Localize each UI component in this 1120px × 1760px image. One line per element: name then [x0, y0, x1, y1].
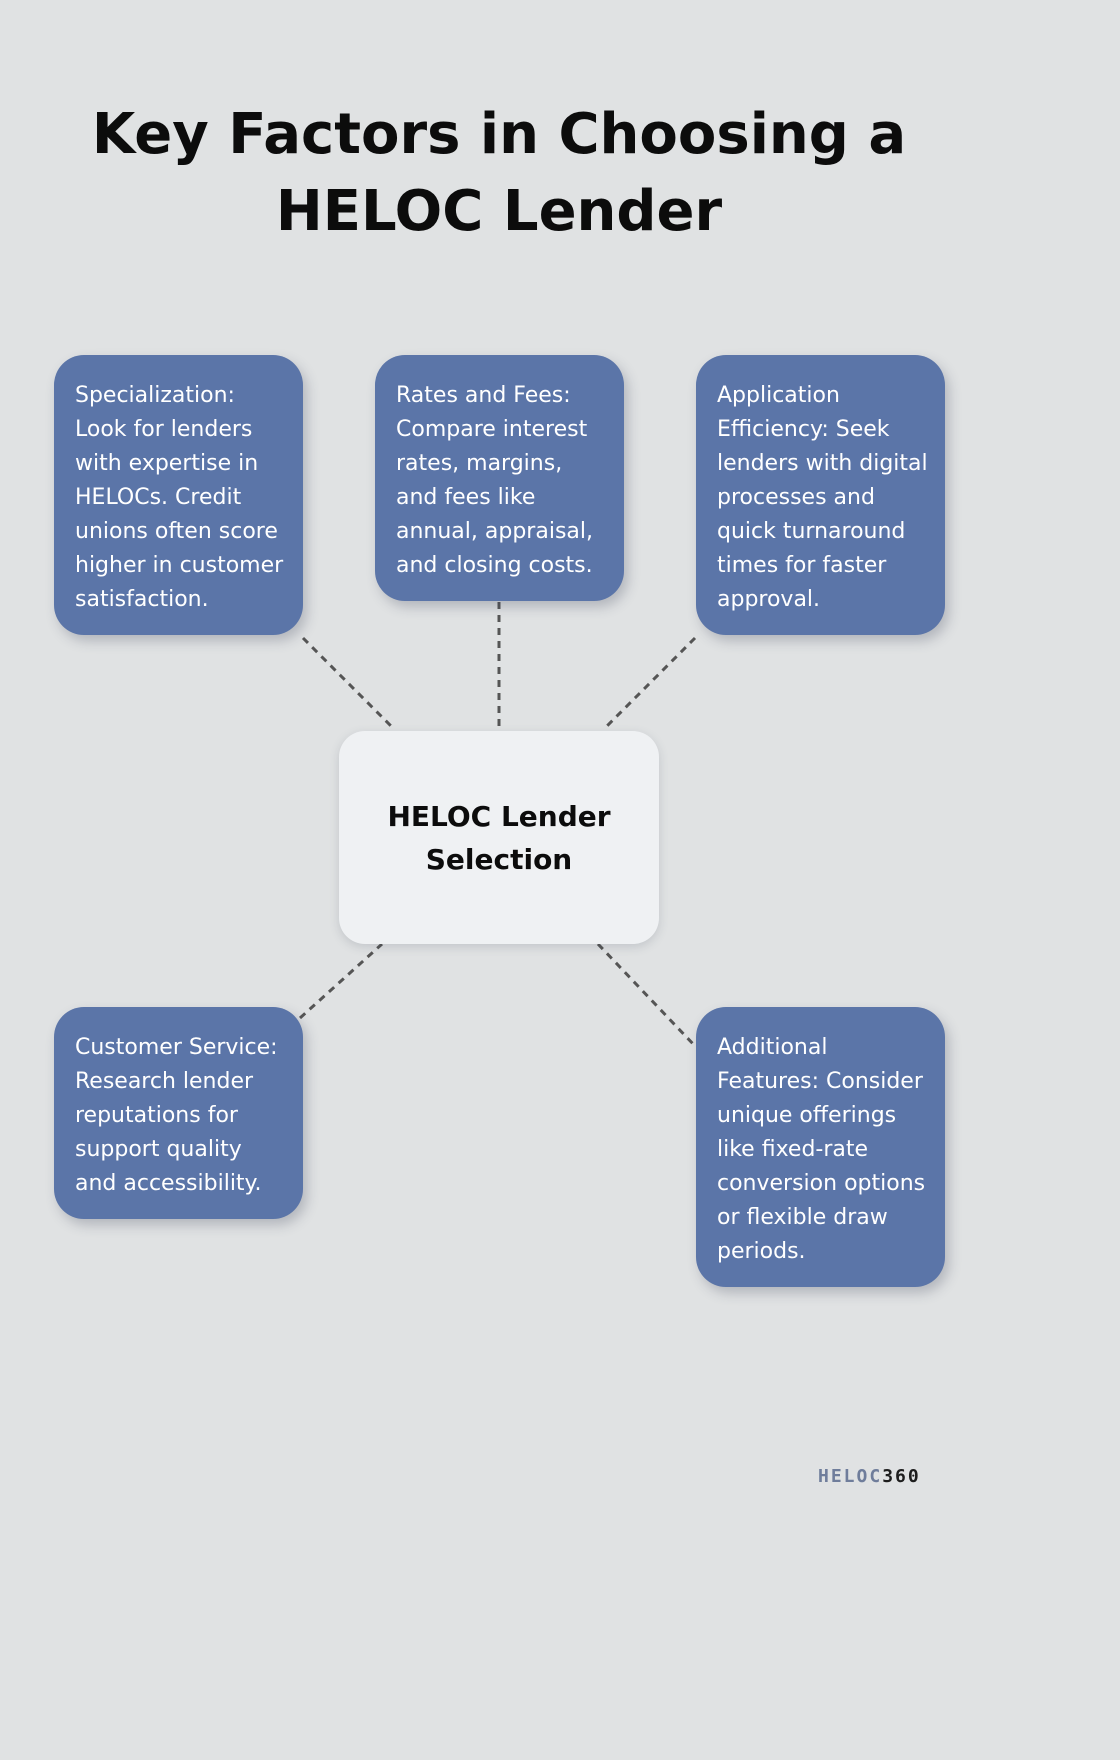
- factor-text: Rates and Fees: Compare interest rates, …: [396, 383, 593, 578]
- factor-card-customer-service: Customer Service: Research lender reputa…: [54, 1007, 303, 1219]
- connector-customer-service: [298, 942, 384, 1020]
- connector-application-efficiency: [602, 636, 697, 731]
- factor-card-rates-and-fees: Rates and Fees: Compare interest rates, …: [375, 355, 624, 601]
- connector-specialization: [301, 636, 396, 731]
- page-title: Key Factors in Choosing a HELOC Lender: [91, 102, 907, 244]
- factor-text: Customer Service: Research lender reputa…: [75, 1035, 278, 1196]
- center-hub: HELOC Lender Selection: [339, 731, 659, 944]
- connector-lines: [298, 602, 697, 1048]
- center-hub-label: HELOC Lender Selection: [387, 799, 611, 876]
- logo-wordmark-360: 360: [882, 1466, 921, 1487]
- connector-additional-features: [596, 942, 697, 1048]
- factor-text: Specialization: Look for lenders with ex…: [75, 383, 284, 612]
- logo-wordmark-heloc: HELOC: [818, 1466, 883, 1487]
- factor-card-additional-features: Additional Features: Consider unique off…: [696, 1007, 945, 1287]
- factor-card-application-efficiency: Application Efficiency: Seek lenders wit…: [696, 355, 945, 635]
- factor-text: Additional Features: Consider unique off…: [717, 1035, 926, 1264]
- factor-text: Application Efficiency: Seek lenders wit…: [717, 383, 928, 612]
- factor-card-specialization: Specialization: Look for lenders with ex…: [54, 355, 303, 635]
